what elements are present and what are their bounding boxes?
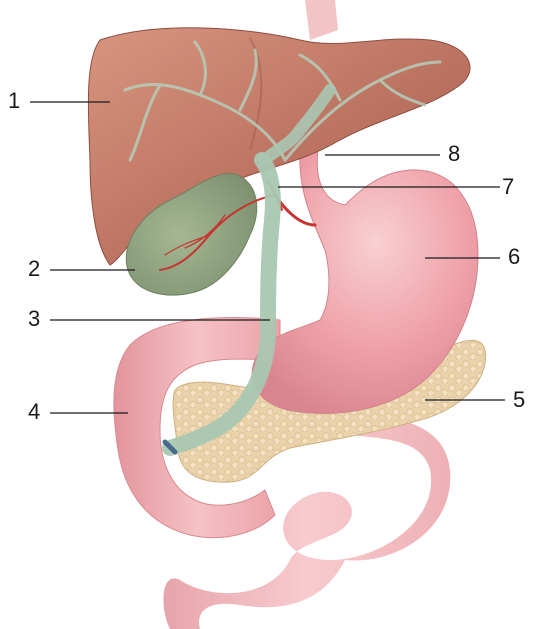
label-1: 1 [8,90,20,112]
label-8: 8 [448,143,460,165]
label-5: 5 [513,389,525,411]
label-3: 3 [28,308,40,330]
label-7: 7 [502,176,514,198]
label-4: 4 [28,401,40,423]
label-6: 6 [508,246,520,268]
esophagus [305,0,338,40]
label-2: 2 [28,258,40,280]
